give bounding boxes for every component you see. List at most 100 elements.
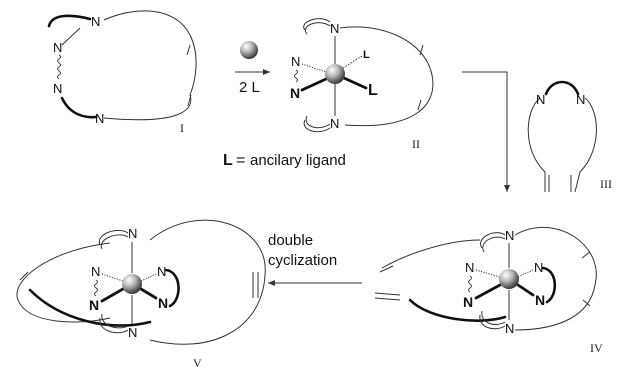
structure-v-wedge-bond-left [100, 287, 125, 303]
structure-v-dashed-bond-left [101, 273, 124, 282]
structure-iv-alkene-top [581, 251, 591, 259]
structure-v-strand-top-a [98, 229, 129, 246]
structure-v-atom-n-right-upper: N [157, 264, 166, 279]
arrow-iv-to-v-group: double cyclization [268, 232, 362, 286]
ligand-legend: L = ancilary ligand [223, 152, 346, 169]
structure-iii-ring-right [574, 97, 597, 193]
structure-i-wavy-bond [57, 54, 61, 80]
structure-v-atom-n-bottom: N [128, 325, 137, 340]
structure-v-atom-n-top: N [128, 226, 137, 241]
structure-ii-atom-n-left-upper: N [291, 54, 300, 69]
structure-v-atom-n-left-upper: N [91, 264, 100, 279]
structure-ii-wedge-bond-l [342, 76, 368, 90]
arrow-ii-to-iv-upper [462, 71, 508, 150]
structure-v-wedge-bond-right [139, 287, 158, 300]
reagent-label: 2 L [239, 79, 260, 96]
structure-iv-wavy-bond [468, 275, 472, 293]
structure-iv-wedge-bond-left [474, 283, 502, 300]
structure-v-dashed-bond-right [140, 273, 157, 282]
structure-iv-linker-right [541, 266, 557, 304]
label-v: V [193, 356, 202, 370]
legend-symbol: L [223, 152, 233, 169]
structure-ii-dashed-bond [301, 63, 327, 73]
structure-iv-atom-n-left-lower: N [463, 294, 473, 310]
structure-i-ring-bottom [103, 94, 192, 121]
structure-v-strand-bottom-b [101, 313, 129, 329]
structure-v-ring-right [149, 219, 266, 345]
structure-iv-strand-top-a [480, 232, 506, 249]
arrow-ii-to-iv [462, 71, 510, 192]
structure-iv: N N N N N N IV [374, 226, 603, 355]
structure-v-linker-right [164, 268, 180, 308]
structure-iv-alkene-left-top [379, 265, 394, 273]
label-iv: IV [590, 341, 603, 355]
structure-iv-dashed-bond-left [475, 269, 501, 278]
structure-iv-dashed-bond-right [517, 269, 534, 278]
structure-i-atom-n-bottom: N [95, 111, 104, 126]
structure-iv-strand-left-thin [381, 239, 481, 269]
structure-ii-atom-n-bottom: N [330, 116, 339, 131]
structure-ii-bond-l-up [342, 55, 363, 69]
legend-equals: = [236, 152, 245, 169]
structure-ii-wedge-bond-n [300, 77, 328, 92]
structure-iii-ring-left [527, 97, 546, 192]
label-ii: II [412, 137, 420, 151]
metal-sphere-iv [499, 269, 519, 289]
structure-i-alkene-top [186, 44, 191, 56]
structure-v-wavy-bond [94, 279, 98, 297]
metal-sphere-ii [325, 64, 345, 84]
structure-iii-atom-n-right: N [576, 92, 585, 107]
structure-ii-atom-n-top: N [330, 21, 339, 36]
structure-ii-ligand-l-down: L [368, 82, 378, 99]
reagent-arrow-group: 2 L [235, 41, 270, 96]
structure-iv-alkene-left-bottom-b [374, 297, 401, 301]
structure-ii-strand-top-a [303, 18, 331, 31]
structure-iv-ring [514, 226, 597, 331]
structure-ii-ring [339, 26, 434, 127]
structure-ii-alkene-top [419, 44, 424, 56]
structure-ii-wavy-bond [294, 69, 298, 83]
structure-i-bond-upper [61, 27, 81, 46]
structure-iv-wedge-bond-right [516, 283, 535, 297]
structure-ii-alkene-bottom [417, 99, 422, 111]
structure-i-ring-top [103, 10, 197, 96]
metal-sphere-reagent [240, 41, 258, 59]
structure-iv-strand-left-thick [408, 298, 507, 322]
structure-ii-ligand-l-up: L [363, 49, 370, 61]
structure-iv-strand-bottom-a [479, 314, 506, 330]
structure-i-linker-top [47, 14, 92, 28]
label-iii: III [600, 177, 612, 191]
structure-iv-atom-n-left-upper: N [465, 260, 474, 275]
structure-ii-strand-bottom-a [303, 119, 331, 133]
structure-ii-strand-top-b [304, 22, 331, 35]
structure-i-alkene-bottom [187, 94, 192, 107]
metal-sphere-v [122, 274, 142, 294]
structure-v-alkene-left [19, 271, 29, 281]
structure-i: N N N N I [47, 10, 197, 135]
legend-text: ancilary ligand [250, 152, 346, 169]
structure-iv-atom-n-bottom: N [505, 321, 514, 336]
structure-i-atom-n-left-lower: N [53, 81, 62, 96]
structure-i-linker-bottom [60, 96, 98, 119]
structure-iv-alkene-bottom [582, 299, 591, 307]
structure-v-strand-left-thick [28, 288, 152, 327]
structure-iv-strand-top-b [482, 236, 506, 253]
arrow-label-line1: double [268, 232, 313, 249]
structure-v-ring-left-thin [16, 242, 111, 323]
structure-iv-atom-n-right-lower: N [535, 292, 545, 308]
structure-iii: N N III [527, 80, 612, 193]
structure-ii-strand-bottom-b [305, 115, 331, 129]
label-i: I [180, 121, 184, 135]
structure-iii-atom-n-left: N [536, 92, 545, 107]
structure-v: N N N N N N V [16, 219, 266, 370]
structure-i-atom-n-left-upper: N [53, 40, 62, 55]
structure-iii-linker [544, 80, 580, 96]
structure-ii: N N N N L L II [290, 18, 434, 151]
structure-iv-strand-bottom-b [481, 310, 506, 325]
structure-iv-atom-n-top: N [505, 228, 514, 243]
arrow-label-line2: cyclization [268, 252, 337, 269]
structure-v-atom-n-left-lower: N [89, 297, 99, 313]
structure-iv-atom-n-right-upper: N [534, 260, 543, 275]
structure-v-strand-bottom-a [99, 317, 129, 334]
